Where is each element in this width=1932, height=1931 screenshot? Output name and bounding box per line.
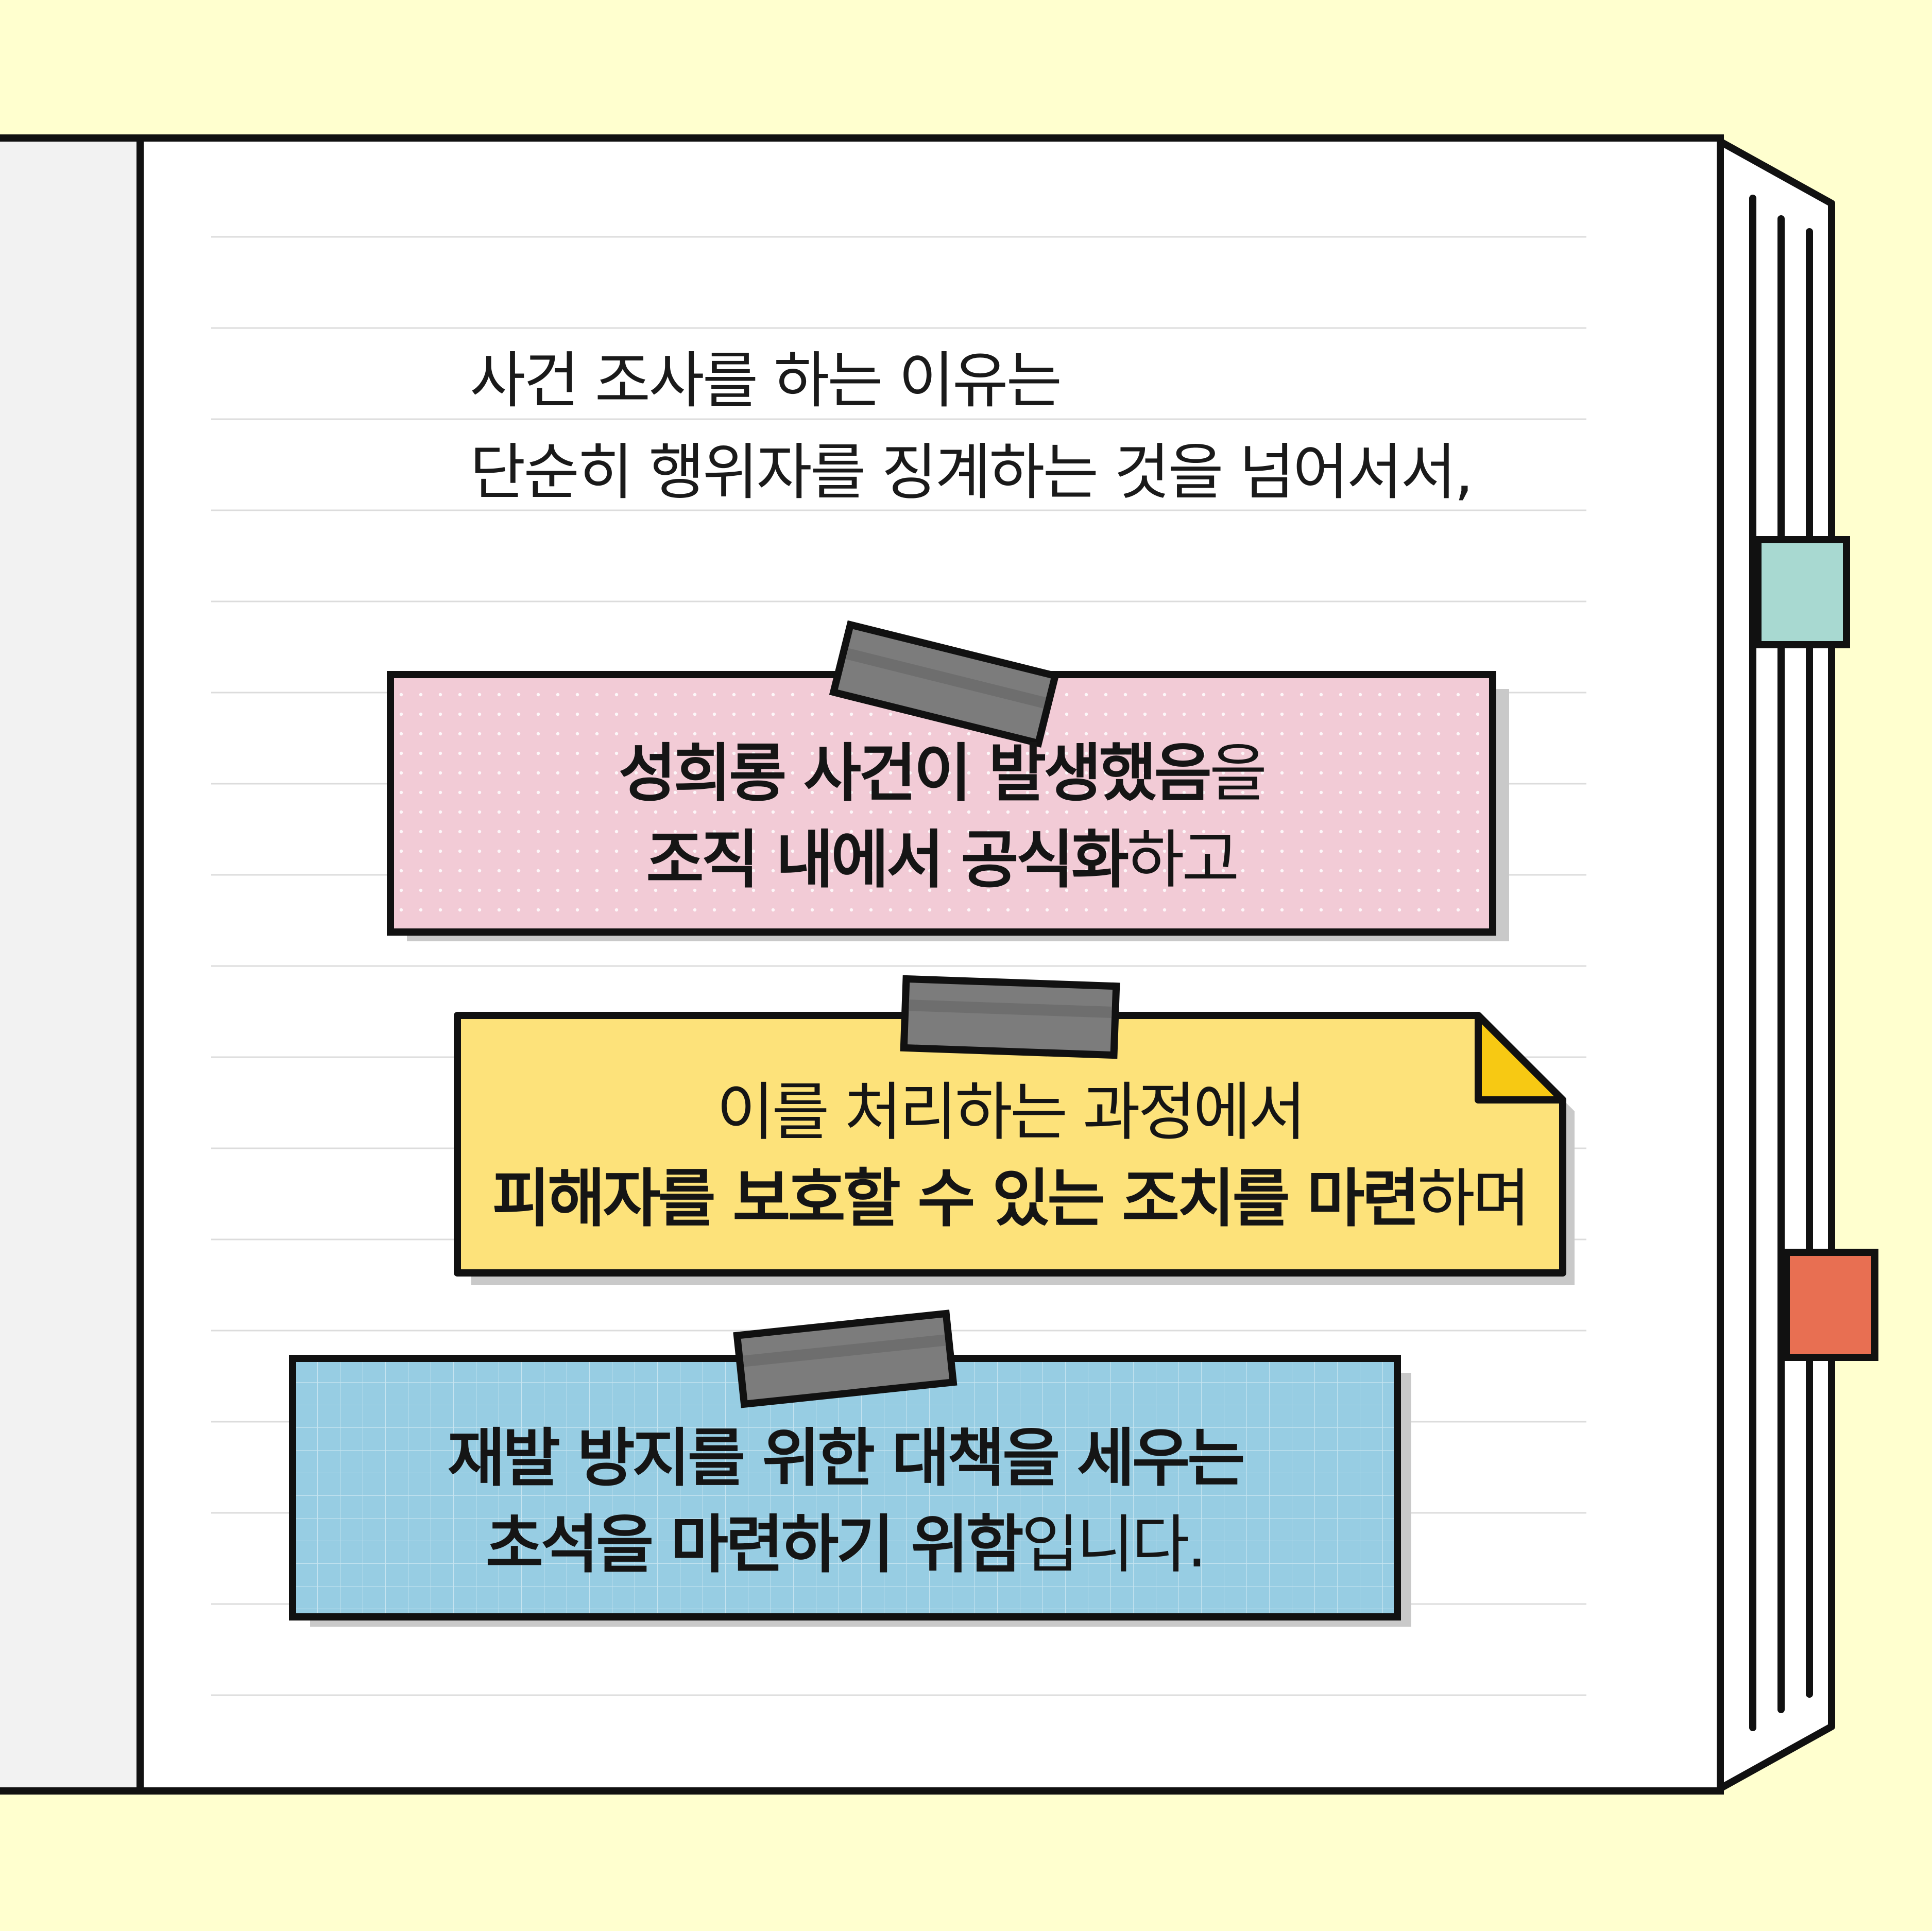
note-yellow-line-1-regular: 이를 처리하는 과정에서	[716, 1076, 1306, 1149]
note-pink-line-2: 조직 내에서 공식화하고	[390, 817, 1493, 903]
note-blue-line-2-bold: 초석을 마련하기 위함	[485, 1508, 1024, 1581]
note-yellow-line-2: 피해자를 보호할 수 있는 조치를 마련하며	[457, 1156, 1563, 1242]
tape-1	[829, 620, 1060, 748]
tab-orange	[1783, 1249, 1878, 1361]
intro-text: 사건 조사를 하는 이유는 단순히 행위자를 징계하는 것을 넘어서서,	[470, 335, 1603, 518]
note-pink-line-2-regular: 하고	[1126, 823, 1239, 896]
tape-2	[900, 975, 1120, 1059]
note-pink-text: 성희롱 사건이 발생했음을 조직 내에서 공식화하고	[390, 730, 1493, 903]
note-blue-line-1: 재발 방지를 위한 대책을 세우는	[293, 1415, 1397, 1502]
note-blue-text: 재발 방지를 위한 대책을 세우는 초석을 마련하기 위함입니다.	[293, 1415, 1397, 1588]
note-blue-line-2-regular: 입니다.	[1021, 1508, 1207, 1581]
note-pink-line-1-bold: 성희롱 사건이 발생했음	[618, 737, 1212, 810]
note-pink-line-1-regular: 을	[1209, 737, 1267, 810]
note-yellow-fold	[1475, 1012, 1566, 1104]
note-yellow	[454, 1012, 1566, 1277]
note-pink-line-2-bold: 조직 내에서 공식화	[646, 823, 1129, 896]
book-edge	[1717, 138, 1835, 1792]
note-pink-line-1: 성희롱 사건이 발생했음을	[390, 730, 1493, 817]
intro-line-2: 단순히 행위자를 징계하는 것을 넘어서서,	[470, 437, 1474, 508]
note-blue-line-2: 초석을 마련하기 위함입니다.	[293, 1502, 1397, 1588]
tab-mint	[1754, 536, 1850, 648]
note-yellow-text: 이를 처리하는 과정에서 피해자를 보호할 수 있는 조치를 마련하며	[457, 1069, 1563, 1242]
note-yellow-line-2-bold: 피해자를 보호할 수 있는 조치를 마련	[492, 1162, 1420, 1235]
note-yellow-line-1: 이를 처리하는 과정에서	[457, 1069, 1563, 1156]
intro-line-1: 사건 조사를 하는 이유는	[470, 345, 1062, 416]
left-page	[0, 134, 144, 1795]
tape-3	[733, 1309, 958, 1408]
note-yellow-line-2-regular: 하며	[1417, 1162, 1530, 1235]
note-blue-line-1-bold: 재발 방지를 위한 대책을 세우는	[447, 1422, 1245, 1495]
